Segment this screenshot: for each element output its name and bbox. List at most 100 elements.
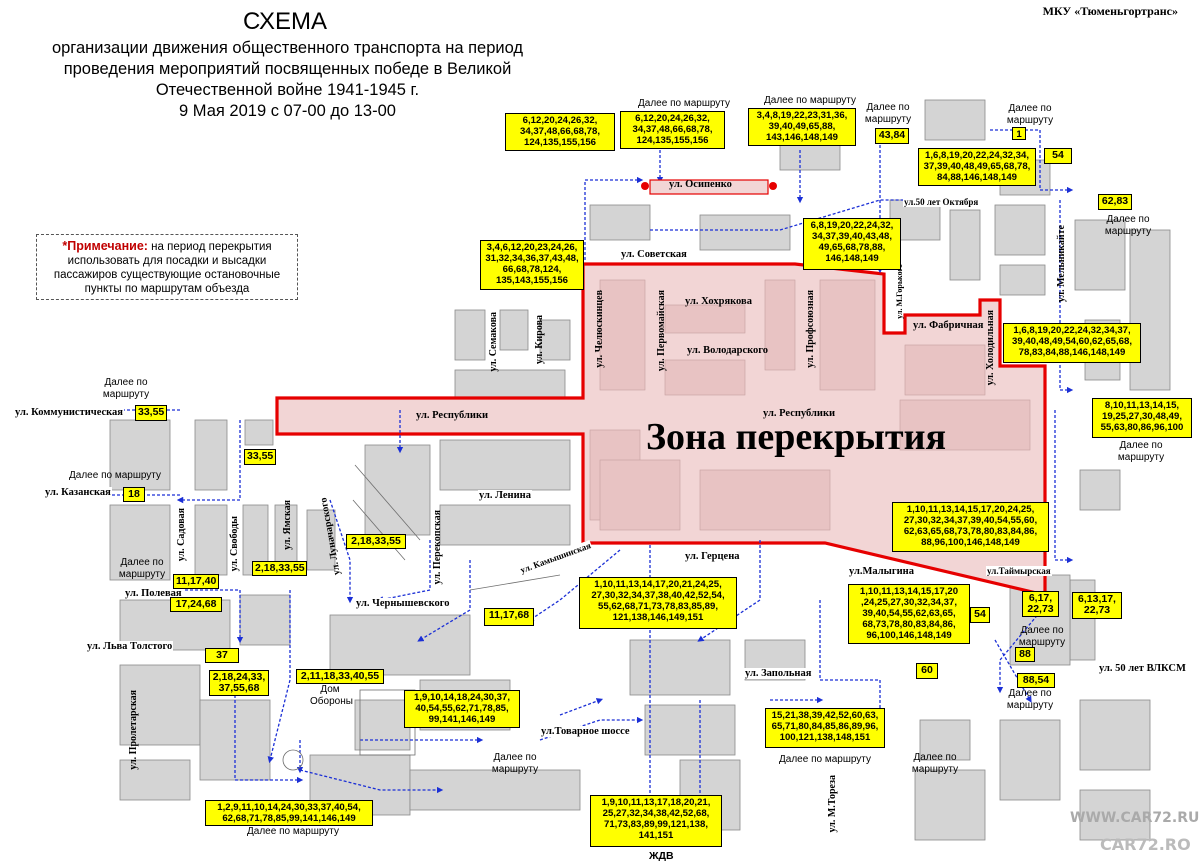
further-note: Далее по маршруту (118, 557, 166, 580)
route-box: 6,8,19,20,22,24,32, 34,37,39,40,43,48, 4… (803, 218, 901, 270)
street-perekopskaya: ул. Перекопская (432, 510, 443, 585)
route-box: 1,6,8,19,20,22,24,32,34,37, 39,40,48,49,… (1003, 323, 1141, 363)
route-box: 2,18,33,55 (252, 561, 307, 576)
street-gertsena: ул. Герцена (684, 551, 741, 562)
further-note: Далее по маршруту (69, 470, 161, 481)
route-box: 11,17,40 (173, 574, 219, 589)
further-note: Далее по маршруту (911, 752, 959, 775)
route-box: 1 (1012, 127, 1026, 140)
street-m-toreza: ул. М.Тореза (827, 775, 838, 833)
subtitle-line-3: Отечественной войне 1941-1945 г. (155, 81, 420, 99)
street-volodarskogo: ул. Володарского (687, 345, 769, 356)
street-polevaya: ул. Полевая (124, 588, 183, 599)
street-sovetskaya: ул. Советская (620, 249, 688, 260)
route-box: 60 (916, 663, 938, 679)
further-note: Далее по маршруту (247, 826, 339, 837)
street-khokhryakova: ул. Хохрякова (685, 296, 752, 307)
further-note: Далее по маршруту (560, 860, 570, 861)
street-lenina: ул. Ленина (478, 490, 532, 501)
route-box: 18 (123, 487, 145, 502)
route-box: 43,84 (875, 128, 909, 144)
route-box: 6,17, 22,73 (1022, 591, 1059, 617)
street-svobody: ул. Свободы (229, 516, 240, 572)
further-note: Далее по маршруту (1018, 625, 1066, 648)
route-box: 33,55 (135, 405, 167, 421)
map-subtitle: организации движения общественного транс… (0, 38, 575, 122)
further-note: Далее по маршруту (638, 98, 730, 109)
further-note: Далее по маршруту (1104, 214, 1152, 237)
route-box: 1,2,9,11,10,14,24,30,33,37,40,54, 62,68,… (205, 800, 373, 826)
street-chelyuskintsev: ул. Челюскинцев (594, 290, 605, 368)
route-box: 54 (1044, 148, 1072, 164)
route-box: 88,54 (1017, 673, 1055, 688)
route-box: 1,6,8,19,20,22,24,32,34, 37,39,40,48,49,… (918, 148, 1036, 186)
route-box: 33,55 (244, 449, 276, 465)
watermark-logo: CAR72.RO (1100, 835, 1191, 854)
zone-label: Зона перекрытия (646, 416, 947, 458)
route-box: 2,18,33,55 (346, 534, 406, 549)
route-box: 37 (205, 648, 239, 663)
street-yamskaya: ул. Ямская (282, 500, 293, 550)
route-box: 11,17,68 (484, 608, 534, 626)
route-box: 15,21,38,39,42,52,60,63, 65,71,80,84,85,… (765, 708, 885, 748)
street-melnikaite: ул. Мельникайте (1056, 225, 1067, 303)
route-box: 1,9,10,14,18,24,30,37, 40,54,55,62,71,78… (404, 690, 520, 728)
dom-oborony-label: Дом Обороны (310, 684, 353, 707)
route-box: 17,24,68 (170, 597, 222, 612)
map-title: СХЕМА (243, 8, 327, 35)
street-50-let-vlksm: ул. 50 лет ВЛКСМ (1098, 663, 1187, 674)
watermark-site: WWW.CAR72.RU (1070, 810, 1200, 826)
further-note: Далее по маршруту (1006, 688, 1054, 711)
street-pervomaiskaya: ул. Первомайская (656, 290, 667, 372)
street-kommunisticheskaya: ул. Коммунистическая (14, 407, 124, 418)
route-box: 6,12,20,24,26,32, 34,37,48,66,68,78, 124… (505, 113, 615, 151)
route-box: 3,4,8,19,22,23,31,36, 39,40,49,65,88, 14… (748, 108, 856, 146)
route-box: 6,13,17, 22,73 (1072, 592, 1122, 619)
street-50-let-oktyabrya: ул.50 лет Октября (903, 197, 980, 207)
further-note: Далее по маршруту (764, 95, 856, 106)
street-osipenko: ул. Осипенко (669, 179, 732, 190)
route-box: 1,10,11,13,14,15,17,20,24,25, 27,30,32,3… (892, 502, 1049, 552)
subtitle-line-4: 9 Мая 2019 с 07-00 до 13-00 (179, 102, 396, 120)
further-note: Далее по маршруту (779, 754, 871, 765)
route-box: 6,12,20,24,26,32, 34,37,48,66,68,78, 124… (620, 111, 725, 149)
street-taimyrskaya: ул.Таймырская (986, 566, 1052, 576)
street-proletarskaya: ул. Пролетарская (128, 690, 139, 770)
street-lva-tolstogo: ул. Льва Толстого (86, 641, 174, 652)
zone-blocks (589, 279, 1031, 531)
further-note: Далее по маршруту (102, 377, 150, 400)
further-note: Далее по маршруту (864, 102, 912, 125)
route-box: 62,83 (1098, 194, 1132, 210)
route-box: 88 (1015, 647, 1035, 662)
street-fabrichnaya: ул. Фабричная (913, 320, 984, 331)
street-kazanskaya: ул. Казанская (44, 487, 112, 498)
street-zapolnaya: ул. Запольная (744, 668, 813, 679)
street-profsoyuznaya: ул. Профсоюзная (805, 290, 816, 368)
street-malygina: ул.Малыгина (848, 566, 915, 577)
bypass-routes (96, 129, 1074, 814)
street-semakova: ул. Семакова (488, 312, 499, 372)
route-box: 1,10,11,13,14,15,17,20 ,24,25,27,30,32,3… (848, 584, 970, 644)
further-note: Далее по маршруту (1117, 440, 1165, 463)
note-text: на период перекрытия использовать для по… (53, 241, 281, 295)
route-box: 2,18,24,33, 37,55,68 (209, 670, 269, 696)
route-box: 3,4,6,12,20,23,24,26, 31,32,34,36,37,43,… (480, 240, 584, 290)
zhdv-label: ЖДВ (648, 850, 675, 862)
street-tovarnoe-shosse: ул.Товарное шоссе (540, 726, 631, 737)
route-box: 1,10,11,13,14,17,20,21,24,25, 27,30,32,3… (579, 577, 737, 629)
further-note: Далее по маршруту (491, 752, 539, 775)
osipenko-closed-segment (649, 179, 769, 195)
route-box: 1,9,10,11,13,17,18,20,21, 25,27,32,34,38… (590, 795, 722, 847)
street-sadovaya: ул. Садовая (176, 508, 187, 562)
route-box: 54 (970, 607, 990, 623)
subtitle-line-2: проведения мероприятий посвященных побед… (63, 60, 512, 78)
note-box: *Примечание: на период перекрытия исполь… (36, 234, 298, 300)
street-kirova: ул. Кирова (534, 315, 545, 365)
subtitle-line-1: организации движения общественного транс… (51, 39, 524, 57)
street-respubliki-west: ул. Республики (416, 410, 489, 421)
organization-name: МКУ «Тюменьгортранс» (1042, 4, 1178, 18)
road-outlines (282, 464, 561, 771)
street-respubliki-east: ул. Республики (763, 408, 836, 419)
further-note: Далее по маршруту (1006, 103, 1054, 126)
